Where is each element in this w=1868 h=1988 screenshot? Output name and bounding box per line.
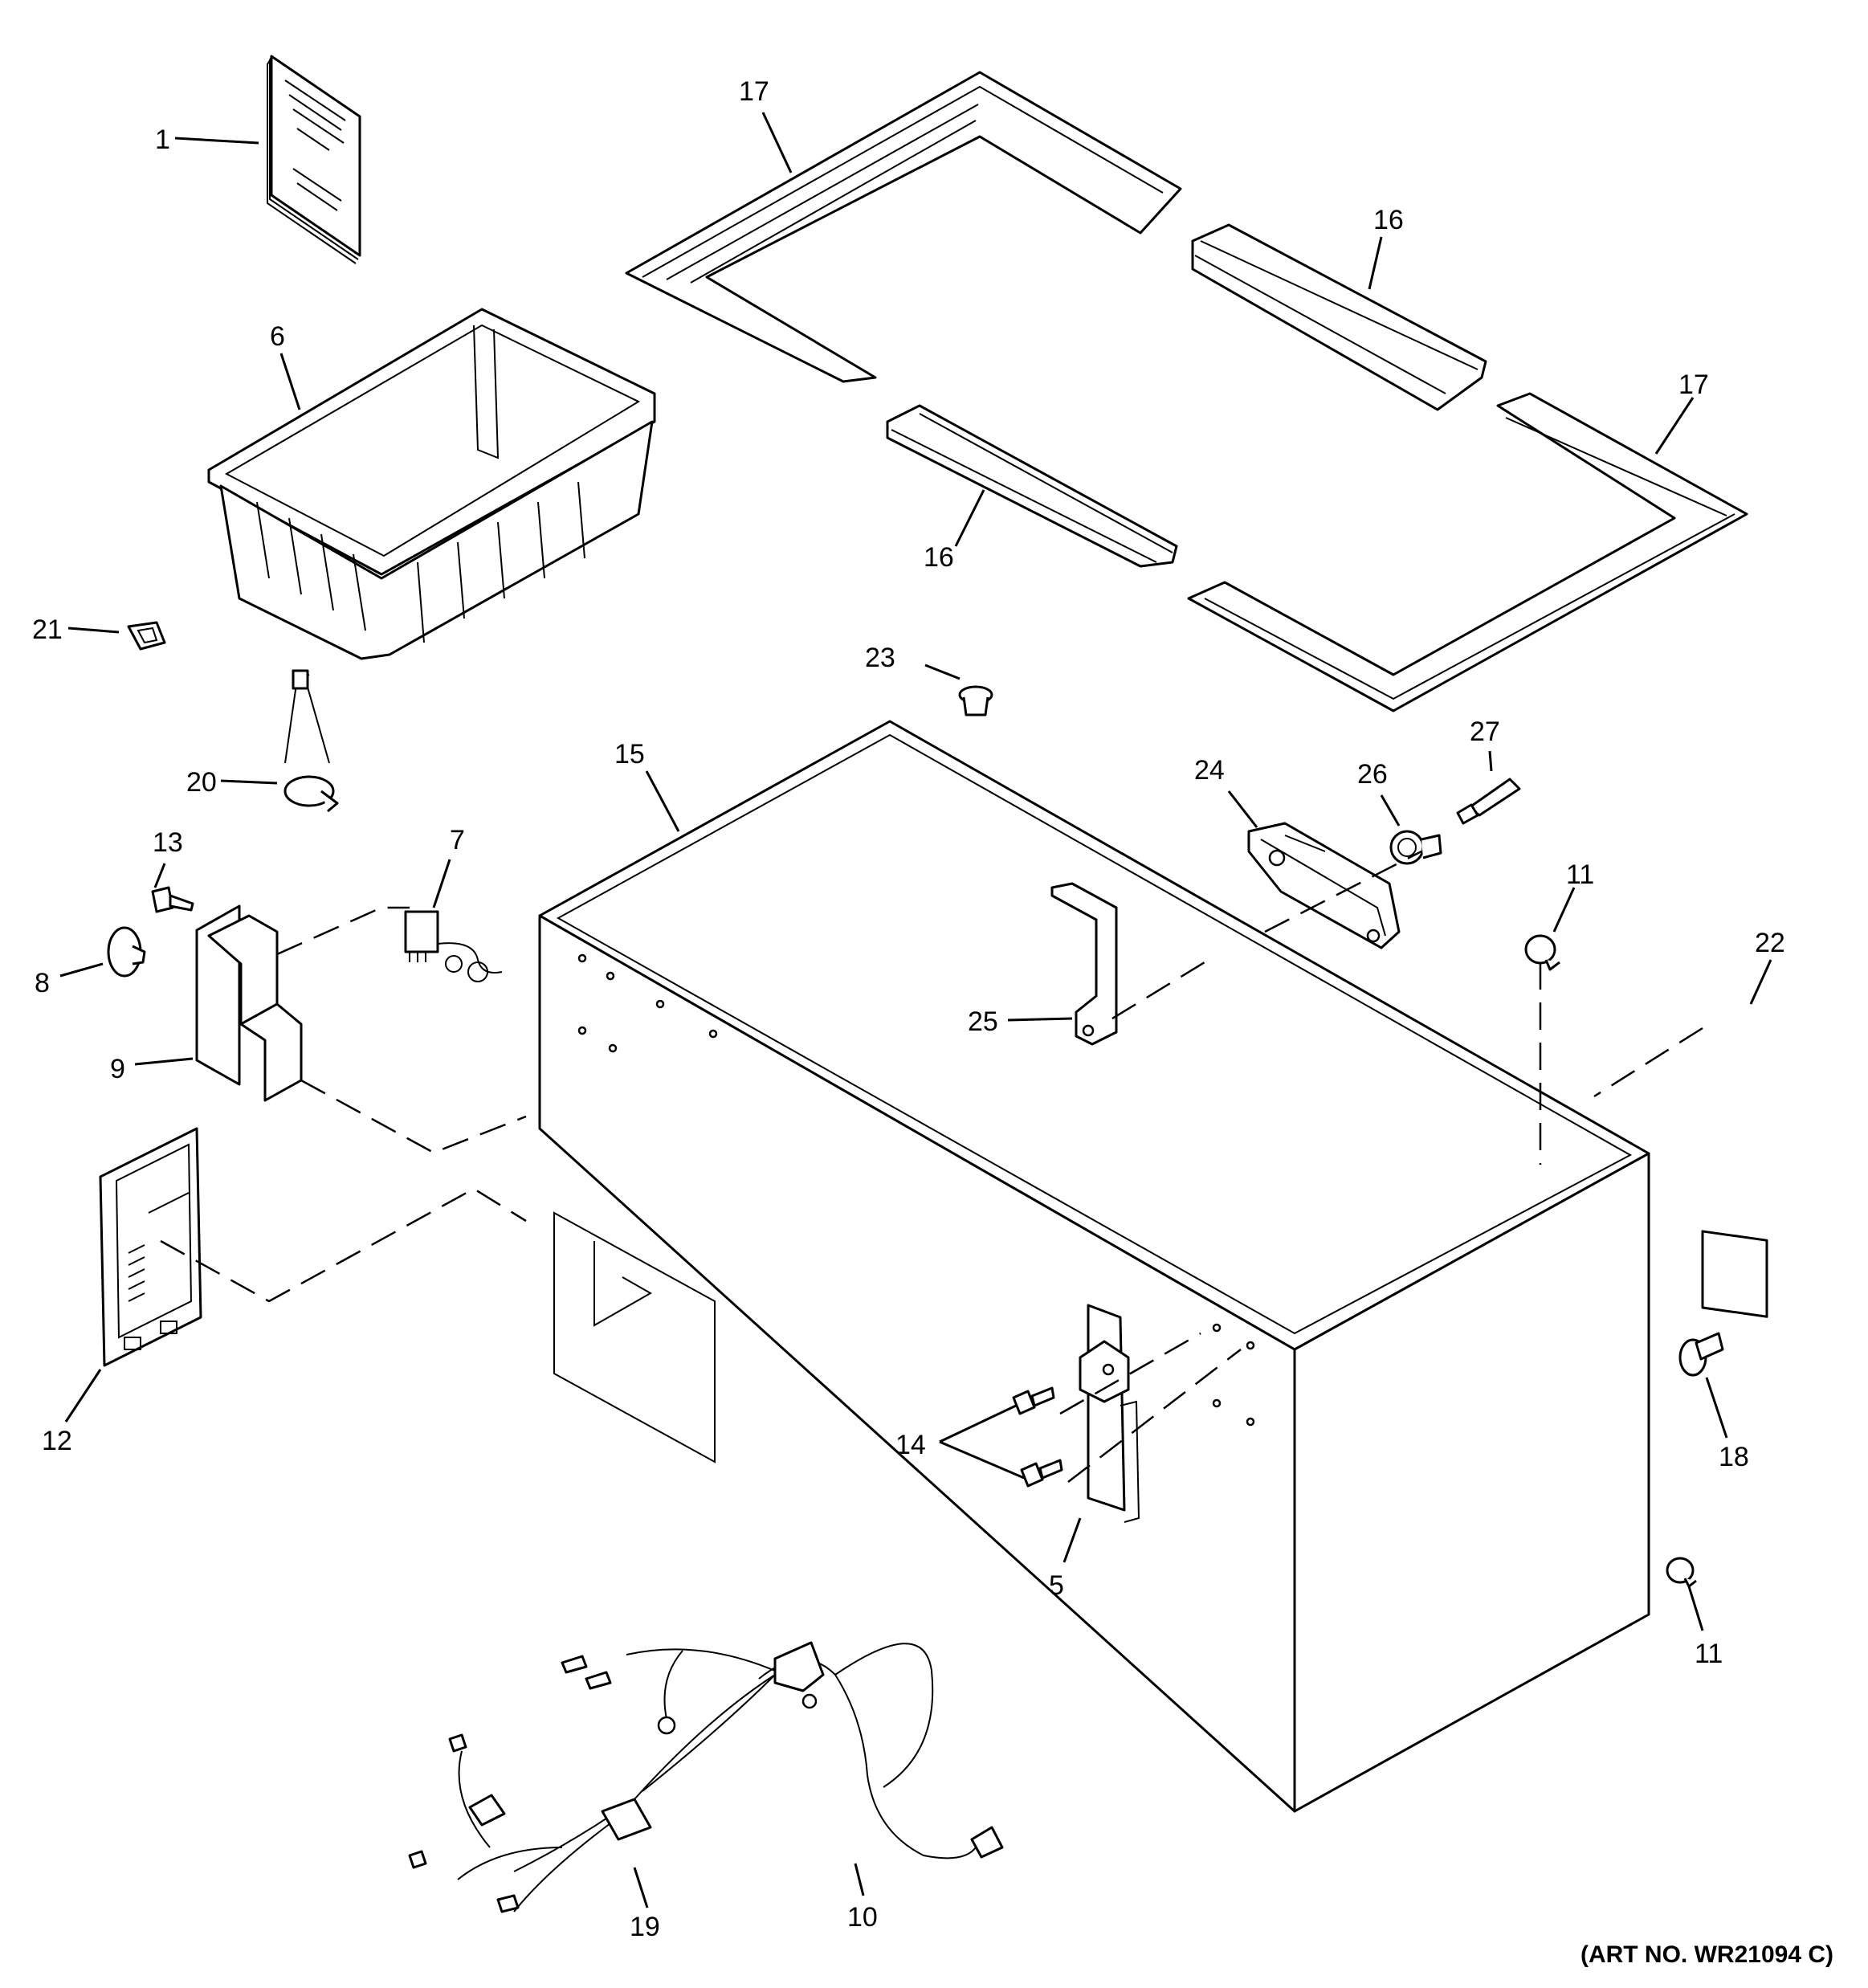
callout-16-lower: 16	[924, 542, 954, 573]
callout-17-lower: 17	[1678, 369, 1709, 400]
part-hinge-cover	[1247, 822, 1401, 949]
callout-24: 24	[1194, 755, 1225, 786]
part-leveling-leg	[1678, 1332, 1724, 1377]
part-bushing	[107, 926, 146, 978]
part-lock-key	[1456, 778, 1521, 825]
callout-16-upper: 16	[1373, 205, 1404, 235]
part-lid-bracket	[1050, 882, 1118, 1046]
callout-6: 6	[270, 321, 285, 352]
callout-13: 13	[153, 827, 183, 858]
part-wiring-harness	[408, 1641, 825, 1913]
part-label	[1701, 1230, 1768, 1318]
part-cabinet	[538, 720, 1650, 1813]
callout-1: 1	[155, 125, 170, 155]
part-plug	[958, 685, 993, 716]
part-gasket-frame-upper	[625, 71, 1182, 383]
leader-lines	[59, 112, 1772, 1908]
callout-12: 12	[42, 1426, 72, 1456]
part-control-box	[195, 904, 303, 1102]
part-screws-14	[1012, 1386, 1063, 1488]
part-gasket-strip-upper	[1191, 223, 1487, 411]
callout-9: 9	[110, 1054, 125, 1084]
part-basket	[207, 308, 656, 660]
callout-10: 10	[847, 1902, 878, 1933]
callout-23: 23	[865, 643, 895, 673]
callout-11-lower: 11	[1695, 1639, 1723, 1669]
callout-19: 19	[630, 1912, 660, 1942]
callout-17-upper: 17	[739, 76, 769, 107]
part-control-panel	[99, 1127, 202, 1367]
part-thermostat	[283, 669, 339, 813]
part-hinge	[1079, 1304, 1140, 1523]
part-bumper-lower	[1666, 1557, 1697, 1588]
part-screw-13	[151, 886, 194, 913]
callout-26: 26	[1357, 759, 1388, 790]
callout-27: 27	[1470, 716, 1500, 747]
part-gasket-frame-lower	[1187, 392, 1748, 712]
callout-22: 22	[1755, 928, 1785, 958]
part-bumper-upper	[1524, 934, 1560, 971]
callout-25: 25	[968, 1006, 998, 1037]
part-switch	[127, 621, 166, 651]
callout-7: 7	[450, 825, 465, 855]
assembly-dash-lines	[160, 850, 1703, 1483]
callout-labels: 1 6 17 16 17 16 21 23 20 15 24 26 27 13 …	[32, 76, 1785, 1942]
callout-18: 18	[1719, 1442, 1749, 1472]
art-number: (ART NO. WR21094 C)	[1580, 1941, 1833, 1968]
part-manual-booklet	[267, 55, 361, 264]
callout-5: 5	[1049, 1570, 1064, 1601]
callout-15: 15	[614, 739, 645, 769]
part-knob	[1389, 830, 1442, 865]
callout-8: 8	[35, 968, 50, 998]
callout-11-upper: 11	[1566, 859, 1594, 890]
callout-21: 21	[32, 614, 63, 645]
callout-20: 20	[186, 767, 217, 798]
part-gasket-strip-lower	[886, 404, 1178, 568]
callout-14: 14	[895, 1430, 926, 1460]
part-relay	[404, 910, 503, 982]
